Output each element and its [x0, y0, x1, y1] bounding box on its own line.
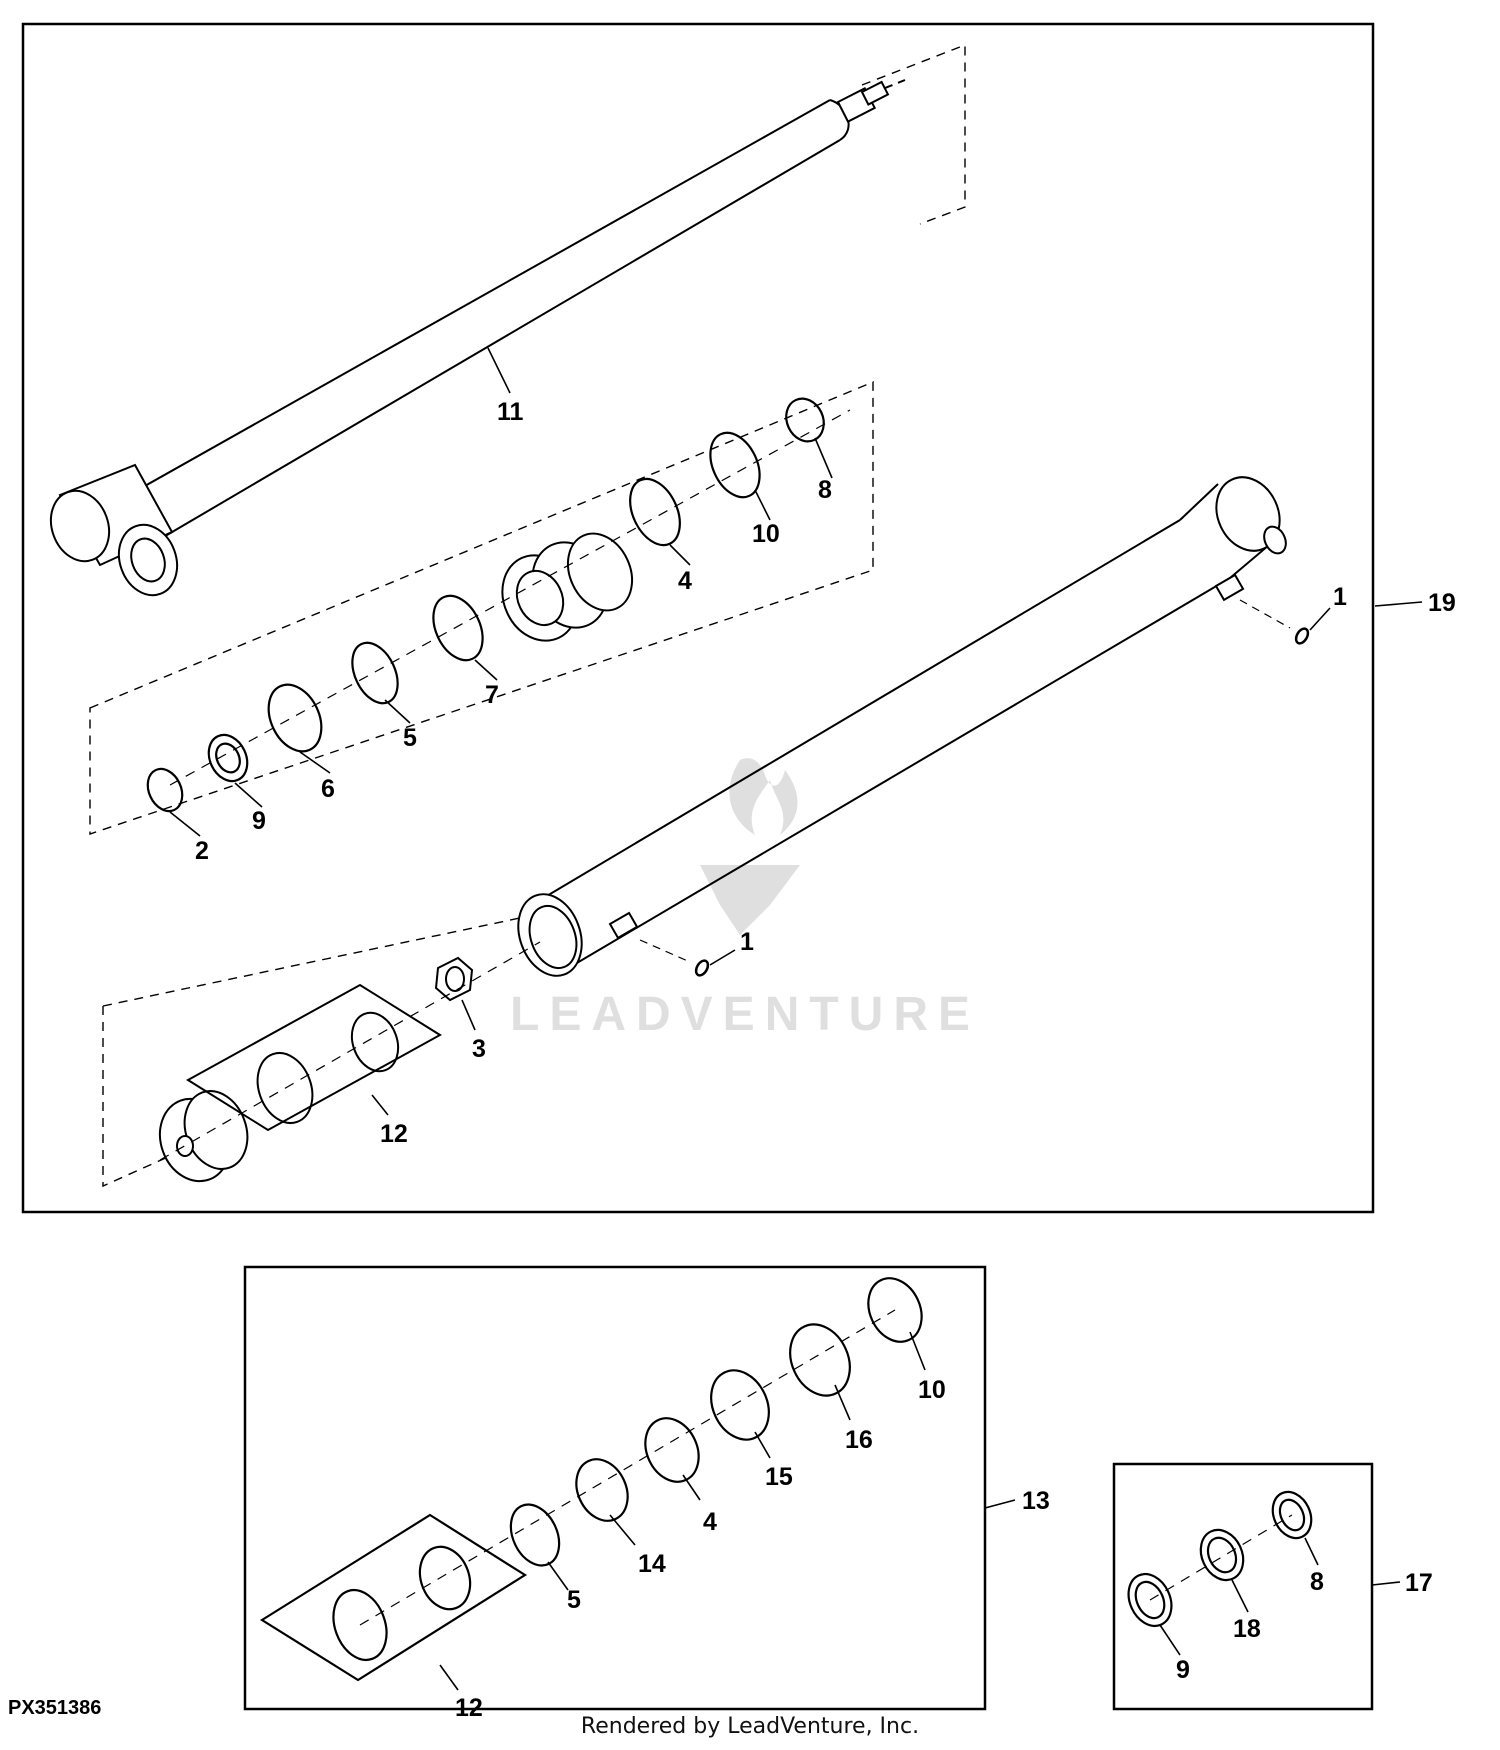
rod-nut-part	[434, 956, 474, 1002]
figure-code: PX351386	[8, 1697, 102, 1719]
leadventure-watermark: LEADVENTURE	[510, 758, 980, 1041]
ring-5	[351, 641, 399, 705]
kit-callout-16: 16	[845, 1426, 873, 1454]
render-credit: Rendered by LeadVenture, Inc.	[580, 1714, 920, 1739]
bushing-kit-rings	[1127, 1490, 1313, 1627]
watermark-text: LEADVENTURE	[510, 988, 980, 1041]
ring-4	[629, 477, 681, 547]
callout-3: 3	[472, 1035, 486, 1063]
seal-kit-callouts: 10 16 15 4 14 5 12 13	[455, 1376, 1050, 1722]
kit-callout-14: 14	[638, 1550, 666, 1578]
ring-7	[432, 594, 484, 662]
callout-19: 19	[1428, 589, 1456, 617]
piston-rod-part	[49, 79, 906, 597]
bush-callout-18: 18	[1233, 1615, 1261, 1643]
callout-1a: 1	[740, 928, 754, 956]
kit-callout-15: 15	[765, 1463, 793, 1491]
ring-10	[709, 431, 761, 499]
o-ring-1a	[694, 959, 710, 977]
callout-11: 11	[497, 398, 524, 426]
head-dashed-boundary	[102, 1006, 189, 1188]
kit-callout-12: 12	[455, 1694, 483, 1722]
callout-5: 5	[403, 724, 417, 752]
main-panel-border	[21, 22, 1375, 1214]
o-ring-1b	[1294, 627, 1310, 645]
ring-8	[785, 397, 825, 443]
bushing-kit-panel-border	[1112, 1462, 1374, 1711]
callout-2: 2	[195, 837, 209, 865]
callout-4: 4	[678, 567, 692, 595]
callout-12: 12	[380, 1120, 408, 1148]
cylinder-barrel-part	[517, 476, 1287, 977]
kit-callout-4: 4	[703, 1508, 717, 1536]
piston-part	[501, 532, 634, 642]
seal-kit-rings	[259, 1277, 923, 1682]
callout-8: 8	[818, 476, 832, 504]
ring-2	[146, 767, 184, 813]
piston-dashed-boundary	[89, 380, 874, 835]
ring-6	[267, 683, 323, 753]
seal-rings	[146, 397, 825, 813]
ring-9	[207, 733, 249, 783]
main-callouts: 11 8 10 4 7 5 6 9 2 1 1 19 3 12	[195, 398, 1456, 1148]
kit-callout-5: 5	[567, 1586, 581, 1614]
callout-9: 9	[252, 807, 266, 835]
callout-6: 6	[321, 775, 335, 803]
rod-dashed-boundary	[861, 43, 966, 225]
callout-10: 10	[752, 520, 780, 548]
callout-1b: 1	[1333, 583, 1347, 611]
kit-callout-13: 13	[1022, 1487, 1050, 1515]
bushing-kit-callouts: 8 18 9 17	[1176, 1568, 1433, 1684]
kit-callout-10: 10	[918, 1376, 946, 1404]
seal-kit-panel-border	[243, 1265, 987, 1711]
callout-7: 7	[485, 681, 499, 709]
bush-callout-17: 17	[1405, 1569, 1433, 1597]
bush-callout-8: 8	[1310, 1568, 1324, 1596]
bush-callout-9: 9	[1176, 1656, 1190, 1684]
cylinder-head-part	[158, 983, 442, 1183]
